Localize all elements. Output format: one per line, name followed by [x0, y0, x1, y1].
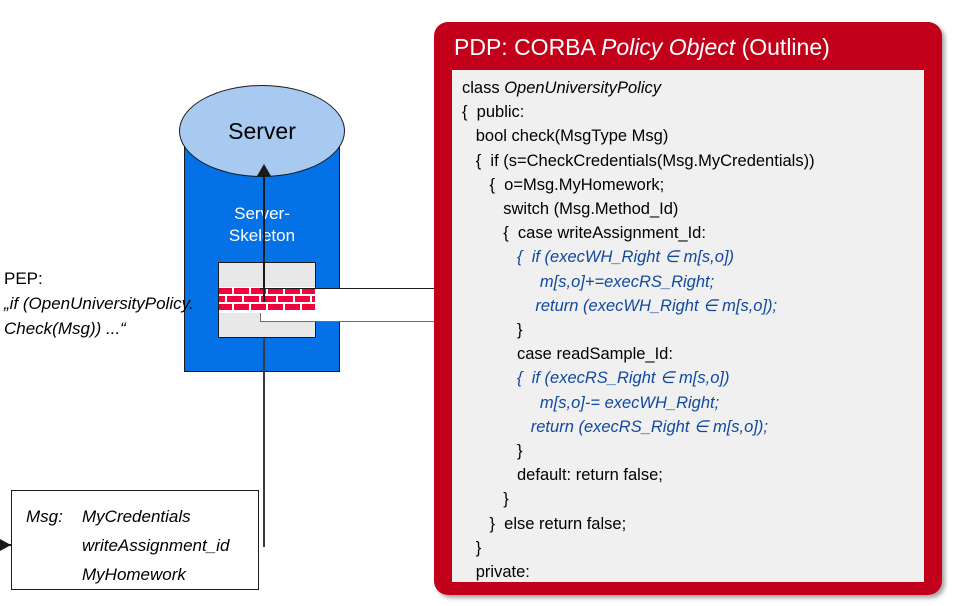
pdp-title-prefix: PDP: CORBA: [454, 34, 601, 60]
pdp-panel: PDP: CORBA Policy Object (Outline) class…: [434, 22, 942, 595]
code-line-9: return (execWH_Right ∈ m[s,o]);: [462, 296, 778, 315]
code-line-8: m[s,o]+=execRS_Right;: [462, 272, 715, 291]
message-arrow-tail: [0, 544, 12, 546]
code-line-18: } else return false;: [462, 514, 627, 533]
pdp-title: PDP: CORBA Policy Object (Outline): [454, 34, 830, 61]
code-line-7: { if (execWH_Right ∈ m[s,o]): [462, 248, 735, 267]
code-line-19: }: [462, 538, 482, 557]
code-line-12: { if (execRS_Right ∈ m[s,o]): [462, 369, 730, 388]
code-line-16: default: return false;: [462, 466, 663, 485]
code-line-17: }: [462, 490, 509, 509]
code-line-2: bool check(MsgType Msg): [462, 127, 669, 146]
code-line-20: private:: [462, 563, 530, 582]
server-skeleton-label-line1: Server-: [234, 204, 290, 223]
code-line-11: case readSample_Id:: [462, 345, 673, 364]
code-line-3: { if (s=CheckCredentials(Msg.MyCredentia…: [462, 151, 815, 170]
server-skeleton-label: Server- Skeleton: [184, 203, 340, 247]
pdp-code-listing: class OpenUniversityPolicy { public: bool…: [462, 76, 815, 582]
code-line-14: return (execRS_Right ∈ m[s,o]);: [462, 417, 768, 436]
pdp-title-suffix: (Outline): [735, 34, 830, 60]
pdp-code-panel: class OpenUniversityPolicy { public: bool…: [452, 70, 924, 582]
code-line-0: class OpenUniversityPolicy: [462, 79, 661, 97]
code-line-6: { case writeAssignment_Id:: [462, 224, 706, 243]
code-line-15: }: [462, 442, 523, 461]
pep-code-line-2: Check(Msg)) ...“: [4, 319, 126, 338]
code-line-4: { o=Msg.MyHomework;: [462, 175, 665, 194]
code-line-10: }: [462, 321, 523, 340]
message-value-0: MyCredentials: [82, 507, 191, 526]
upward-arrow-icon: [257, 164, 271, 176]
message-content: Msg: MyCredentials writeAssignment_id My…: [26, 502, 229, 589]
pep-pdp-connector-top-edge: [260, 288, 478, 289]
upward-flow-line: [263, 170, 265, 302]
message-box: Msg: MyCredentials writeAssignment_id My…: [11, 490, 259, 590]
server-label: Server: [228, 117, 296, 144]
message-value-1: writeAssignment_id: [82, 536, 230, 555]
message-key-label: Msg:: [26, 507, 63, 526]
pdp-title-italic: Policy Object: [600, 34, 736, 60]
server-cylinder-top: Server: [179, 85, 345, 177]
code-line-13: m[s,o]-= execWH_Right;: [462, 393, 720, 412]
pep-caption: PEP: „if (OpenUniversityPolicy. Check(Ms…: [4, 266, 254, 341]
brick-wall-pattern: [219, 287, 315, 313]
code-line-1: { public:: [462, 103, 525, 122]
message-values: MyCredentials writeAssignment_id MyHomew…: [82, 502, 229, 589]
code-line-5: switch (Msg.Method_Id): [462, 200, 679, 219]
server-skeleton-label-line2: Skeleton: [228, 226, 296, 245]
pep-label: PEP:: [4, 269, 43, 288]
pep-code-line-1: „if (OpenUniversityPolicy.: [4, 294, 194, 313]
message-value-2: MyHomework: [82, 565, 186, 584]
message-flow-line: [263, 312, 265, 547]
